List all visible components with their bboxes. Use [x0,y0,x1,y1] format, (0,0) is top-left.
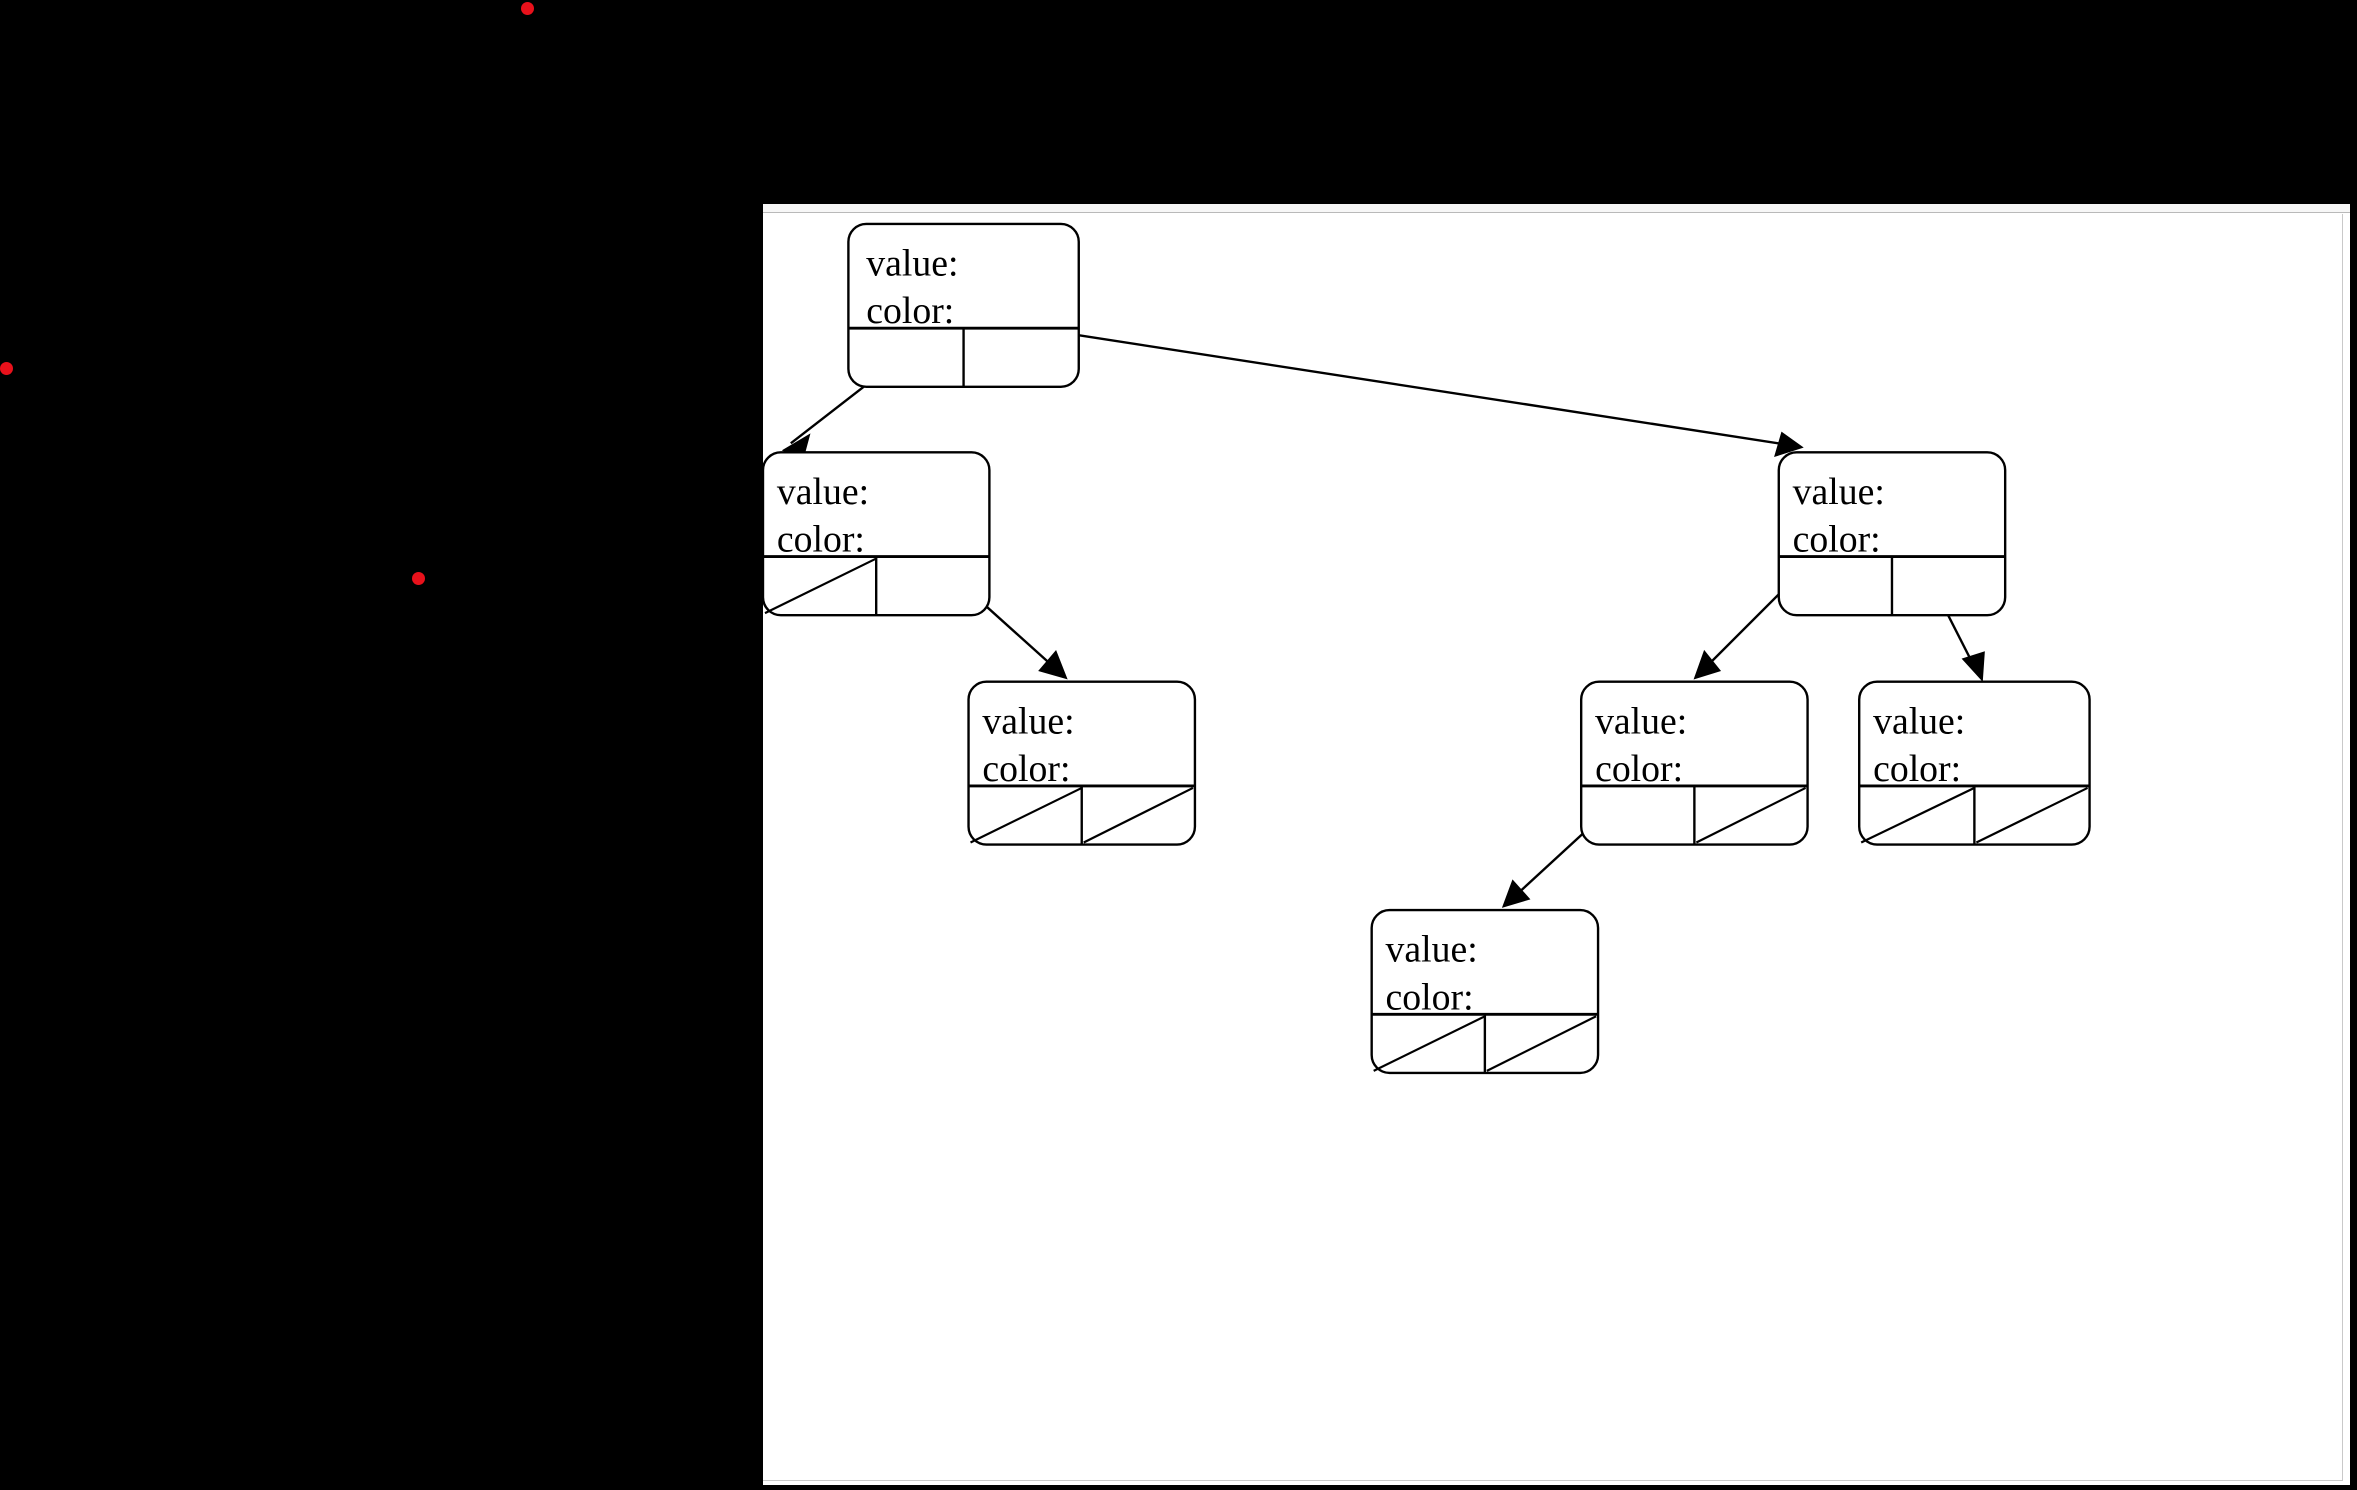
nil-pointer-slash [1860,786,1975,844]
node-value-label: value: [866,243,958,285]
tree-node-right[interactable]: value: color: [1777,451,2007,617]
node-color-label: color: [777,519,865,561]
panel-scrollbar-gutter[interactable] [2343,214,2350,1485]
tree-node-deepest[interactable]: value: color: [1370,908,1600,1075]
tree-node-right-right[interactable]: value: color: [1858,680,2091,846]
node-color-label: color: [1595,748,1683,790]
nil-pointer-slash [1975,786,2089,844]
nil-pointer-slash [970,786,1083,844]
node-color-label: color: [866,290,954,332]
nil-pointer-slash [1083,786,1194,844]
nil-pointer-slash [1486,1015,1597,1072]
node-value-label: value: [1793,471,1885,513]
binary-tree-graphic: value: color: value: color: [763,222,2091,1075]
edge-root-to-right [1019,325,1804,458]
diagram-canvas[interactable]: value: color: value: color: [763,214,2343,1481]
marker-dot-top [521,2,534,15]
node-value-label: value: [1873,700,1965,742]
node-color-label: color: [1386,976,1474,1018]
nil-pointer-slash [1373,1015,1486,1072]
tree-node-left[interactable]: value: color: [763,451,991,617]
marker-dot-middle [412,572,425,585]
node-value-label: value: [1595,700,1687,742]
panel-titlebar [763,204,2350,213]
node-color-label: color: [1873,748,1961,790]
node-value-label: value: [1386,929,1478,971]
tree-node-root[interactable]: value: color: [847,222,1080,388]
node-value-label: value: [777,471,869,513]
node-color-label: color: [982,748,1070,790]
diagram-viewer-panel[interactable]: value: color: value: color: [763,204,2350,1485]
tree-node-left-right[interactable]: value: color: [967,680,1197,846]
tree-node-right-left[interactable]: value: color: [1579,680,1809,846]
node-value-label: value: [982,700,1074,742]
marker-dot-left [0,362,13,375]
node-color-label: color: [1793,519,1881,561]
nil-pointer-slash [764,557,877,615]
nil-pointer-slash [1695,786,1807,844]
